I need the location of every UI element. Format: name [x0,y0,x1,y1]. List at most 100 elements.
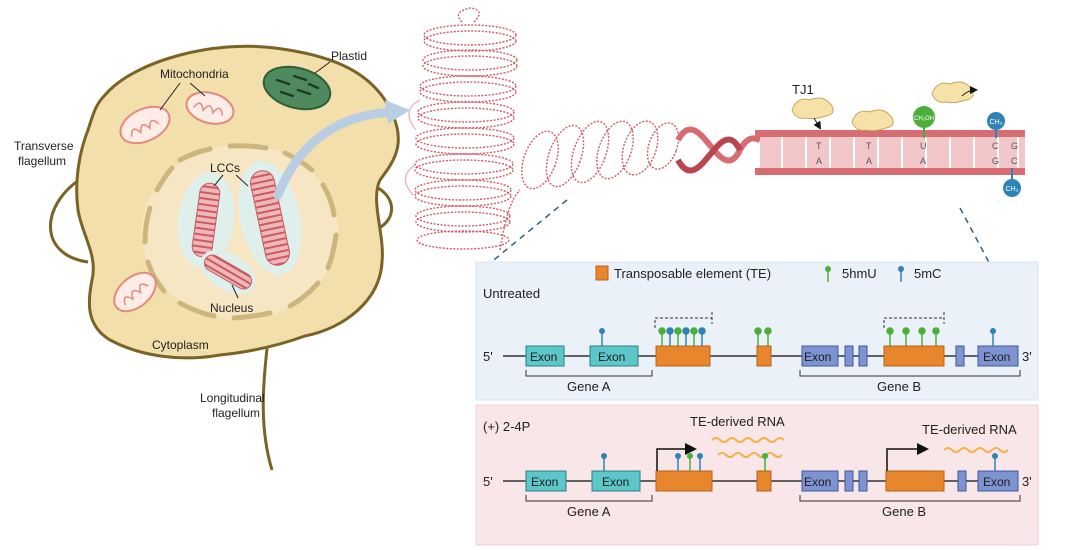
transverse-line-1: Transverse [14,139,74,153]
release-arrow [961,86,978,97]
hmu-modification: CH₂OH [913,106,935,138]
te-rna-label-1: TE-derived RNA [690,414,785,429]
untreated-exon-3 [801,345,839,367]
treated-gene-a-label: Gene A [567,504,611,519]
zoom-arrow [273,107,397,200]
label-cytoplasm: Cytoplasm [152,338,209,352]
treated-exon-4 [977,470,1019,492]
untreated-te-1 [655,345,711,367]
base-bottom-5: C [1011,156,1018,166]
untreated-te-3 [883,345,945,367]
plastid [262,65,332,111]
treated-exon-3 [801,470,839,492]
base-top-5: G [1011,141,1018,151]
tj1-arrow [813,117,822,130]
untreated-exon-2 [589,345,639,367]
zoom-arrow-head [385,100,410,124]
mc-modification-top: CH₃ [987,112,1005,138]
treated-exon-3-label: Exon [804,475,831,489]
longitudinal-line-2: flagellum [212,406,260,420]
transverse-line-2: flagellum [18,154,66,168]
legend-mc-label: 5mC [914,266,941,281]
panel-untreated: Transposable element (TE) 5hmU 5mC Untre… [475,261,1039,401]
mc-top-label: CH₃ [990,119,1003,126]
treated-exon-1 [525,470,567,492]
untreated-gene-a-label: Gene A [567,379,611,394]
dna-ladder: T A T A U A C G G C [755,130,1025,175]
base-top-4: C [992,141,999,151]
base-top-2: T [866,141,872,151]
treated-title: (+) 2-4P [483,419,530,434]
treated-gene-a-bracket [525,495,653,502]
te-rna-label-2: TE-derived RNA [922,422,1017,437]
te-rna-squiggle-3 [943,447,1009,453]
label-transverse-flagellum: Transverse flagellum [14,139,77,168]
mc-modification-bottom: CH₃ [1003,168,1021,197]
label-mitochondria: Mitochondria [160,67,229,81]
mitochondrion-2 [185,91,235,125]
untreated-te-3-block [883,312,945,328]
untreated-exon-4-label: Exon [983,350,1010,364]
dinoflagellate-cell: Mitochondria Plastid LCCs Nucleus Cytopl… [14,44,410,471]
base-bottom-3: A [920,156,926,166]
treated-te-1 [655,470,713,492]
legend: Transposable element (TE) 5hmU 5mC [595,265,941,282]
dna-helix [675,126,762,174]
untreated-exon-2-label: Exon [598,350,625,364]
base-top-1: T [816,141,822,151]
treated-te-2 [756,470,772,492]
treated-te-3 [885,470,945,492]
untreated-exon-3-label: Exon [804,350,831,364]
untreated-title: Untreated [483,286,540,301]
mitochondrion-3 [113,271,157,313]
base-bottom-4: G [992,156,999,166]
untreated-exon-1 [525,345,565,367]
treated-3prime: 3' [1022,474,1032,489]
treated-gene-b-label: Gene B [882,504,926,519]
untreated-te-2 [756,345,772,367]
mitochondrion-1 [119,105,171,145]
lcc-chromosomes [177,160,302,294]
zoom-connector-left [483,199,568,269]
treated-exon-2-label: Exon [602,475,629,489]
longitudinal-flagellum [261,339,274,471]
untreated-gene-b-label: Gene B [877,379,921,394]
untreated-5prime: 5' [483,349,493,364]
zoom-connector-right [959,207,993,269]
label-plastid: Plastid [331,49,367,63]
treated-gene-b-bracket [799,495,1021,502]
base-top-3: U [920,141,927,151]
treated-exon-2 [591,470,641,492]
treated-tss-arrow-1 [656,443,697,471]
label-longitudinal-flagellum: Longitudinal flagellum [200,391,268,420]
te-rna-squiggle-1 [711,437,785,443]
panel-treated: (+) 2-4P 5' 3' Exon Exon Gene A TE-deriv… [475,404,1039,546]
untreated-gene-a-bracket [525,370,653,377]
treated-5prime: 5' [483,474,493,489]
legend-te-label: Transposable element (TE) [614,266,771,281]
transverse-flagellum [49,176,89,264]
te-rna-squiggle-2 [717,452,783,458]
mc-bottom-label: CH₃ [1006,186,1019,193]
treated-tss-arrow-2 [886,443,929,471]
untreated-exon-1-label: Exon [530,350,557,364]
legend-hmu-label: 5hmU [842,266,877,281]
label-nucleus: Nucleus [210,301,253,315]
base-bottom-2: A [866,156,872,166]
untreated-te-1-block [654,312,713,328]
treated-exon-4-label: Exon [983,475,1010,489]
legend-te-swatch [595,265,609,281]
hmu-label: CH₂OH [914,116,934,122]
tj1-label: TJ1 [792,82,814,97]
untreated-3prime: 3' [1022,349,1032,364]
base-bottom-1: A [816,156,822,166]
untreated-gene-b-bracket [799,370,1021,377]
label-lccs: LCCs [210,161,240,175]
chromosome-stack [404,7,518,250]
nuclear-envelope [142,143,339,321]
tj1-proteins [791,81,974,132]
coiled-chromatin [499,120,680,251]
longitudinal-line-1: Longitudinal [200,391,265,405]
treated-exon-1-label: Exon [531,475,558,489]
